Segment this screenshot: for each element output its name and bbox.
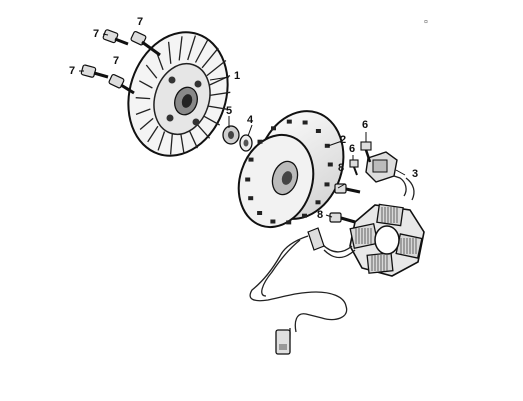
flywheel-slot [302, 120, 308, 125]
callout-leader-lines [79, 33, 406, 218]
fan-blade [167, 41, 172, 64]
callout-stator-bolt-lower: 8 [317, 209, 324, 221]
flywheel-nut-part [222, 125, 240, 145]
flywheel-slot [270, 219, 276, 224]
fan-blade [201, 47, 219, 69]
flywheel-slot [315, 129, 321, 133]
stator-bolt-upper [334, 183, 361, 194]
callout-fan: 1 [234, 70, 241, 82]
fan-blade [188, 129, 198, 149]
wire-bolt [349, 159, 359, 176]
flywheel-slot [286, 220, 292, 225]
fan-bolt-mid-right [108, 73, 135, 95]
fan-blade [138, 80, 153, 89]
fan-blade [169, 133, 173, 155]
fan-blade [196, 123, 211, 139]
flywheel-slot [302, 213, 307, 218]
callout-fan-bolt-mid-right: 7 [113, 55, 120, 67]
fan-blade [202, 115, 221, 126]
fan-blade [209, 91, 231, 97]
callout-nut: 5 [226, 105, 233, 117]
flywheel-slot [324, 143, 330, 148]
fan-blade [206, 59, 227, 77]
flywheel-slot [271, 126, 276, 131]
pickup-bolt [360, 141, 372, 163]
cooling-fan-part [127, 31, 231, 157]
callout-fan-bolt-top-left: 7 [93, 28, 100, 40]
pickup-coil [365, 151, 398, 183]
flywheel-slot [245, 177, 251, 182]
callout-stator: 3 [412, 168, 419, 180]
washer-part [239, 134, 253, 152]
callout-fan-bolt-mid-left: 7 [69, 65, 76, 77]
fan-blade [207, 105, 227, 110]
corner-mark: ¤ [424, 19, 428, 26]
callout-washer: 4 [247, 114, 254, 126]
fan-blade [180, 133, 185, 154]
stator-bolt-lower [329, 212, 356, 224]
flywheel-slot [248, 157, 254, 162]
fan-blade [178, 36, 183, 61]
harness-connector-plug [275, 329, 291, 355]
callout-wire-bolt: 6 [349, 143, 356, 155]
flywheel-part [237, 110, 345, 229]
callout-flywheel: 2 [340, 134, 347, 146]
flywheel-slot [257, 139, 263, 144]
callout-stator-bolt-upper: 8 [338, 162, 345, 174]
fan-bolt-top-left [102, 29, 129, 46]
fan-blade [139, 117, 154, 130]
flywheel-slot [248, 196, 254, 201]
callout-fan-bolt-top-right: 7 [137, 16, 144, 28]
fan-blade [135, 108, 151, 116]
fan-bolt-top-right [130, 30, 161, 57]
fan-blade [145, 64, 158, 79]
fan-blade [194, 39, 209, 63]
fan-blade [147, 125, 159, 143]
fan-blade [135, 97, 151, 100]
flywheel-slot [286, 119, 292, 124]
flywheel-slot [327, 162, 333, 167]
fan-blade [157, 131, 166, 151]
fan-bolt-mid-left [80, 64, 109, 79]
fan-blade [187, 35, 197, 61]
flywheel-slot [324, 182, 330, 187]
stator-part [349, 203, 425, 277]
flywheel-slot [315, 200, 321, 205]
flywheel-slot [257, 211, 263, 215]
harness-connector-upper [307, 227, 325, 251]
callout-pickup-bolt: 6 [362, 119, 369, 131]
